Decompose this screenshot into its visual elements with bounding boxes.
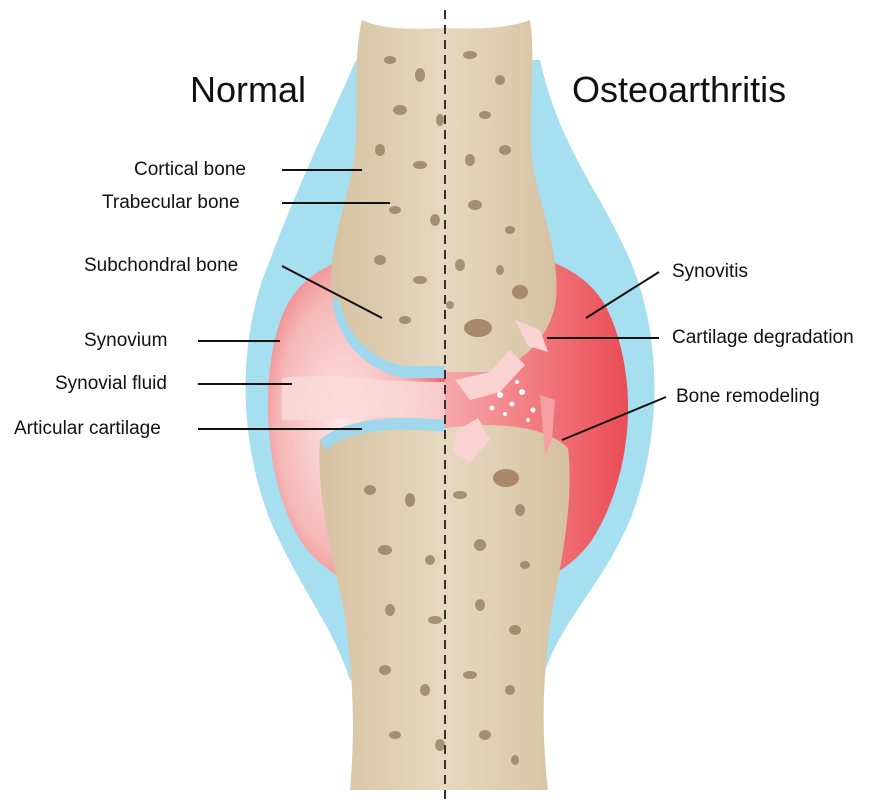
label-synovial-fluid: Synovial fluid <box>55 373 167 394</box>
label-cartilage-degradation: Cartilage degradation <box>672 327 854 348</box>
label-trabecular-bone: Trabecular bone <box>102 192 240 213</box>
label-bone-remodeling: Bone remodeling <box>676 386 820 407</box>
synovial-fluid <box>282 376 445 420</box>
upper-bone <box>331 20 557 372</box>
label-synovium: Synovium <box>84 330 167 351</box>
normal-heading: Normal <box>190 69 306 110</box>
label-cortical-bone: Cortical bone <box>134 159 246 180</box>
label-subchondral-bone: Subchondral bone <box>84 255 238 276</box>
label-synovitis: Synovitis <box>672 261 748 282</box>
osteoarthritis-heading: Osteoarthritis <box>572 69 786 110</box>
label-articular-cartilage: Articular cartilage <box>14 418 161 439</box>
